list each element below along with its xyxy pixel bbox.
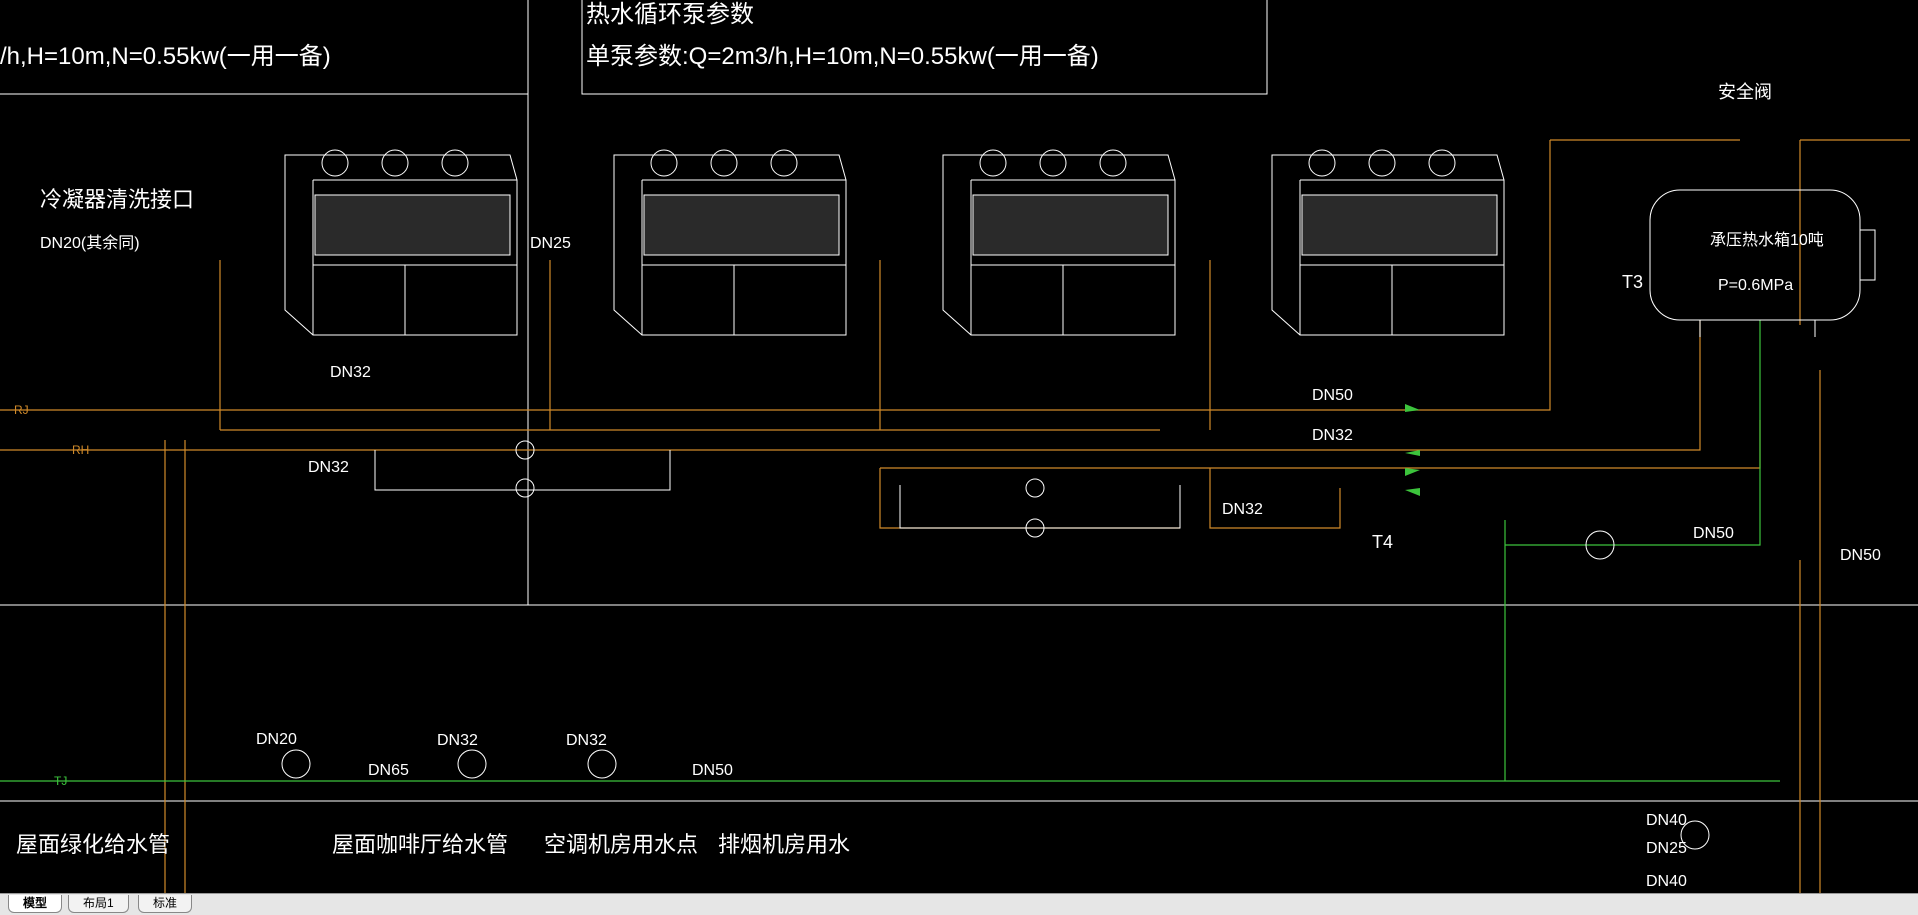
dn32-label-2: DN32 xyxy=(308,459,349,476)
dn32-label-1: DN32 xyxy=(330,364,371,381)
dn40-label-2: DN40 xyxy=(1646,873,1687,890)
dn50-label-1: DN50 xyxy=(1312,387,1353,404)
hot-water-pipes xyxy=(0,139,1910,893)
pressure-tank xyxy=(1649,189,1876,337)
dn20-label: DN20 xyxy=(256,731,297,748)
circ-pump-params: 单泵参数:Q=2m3/h,H=10m,N=0.55kw(一用一备) xyxy=(586,43,1099,70)
tank-pressure: P=0.6MPa xyxy=(1718,277,1793,294)
condenser-clean-label: 冷凝器清洗接口 xyxy=(40,187,194,212)
pipe-code-tj: TJ xyxy=(54,774,67,788)
heat-pump-unit-2 xyxy=(613,149,847,336)
dn32-label-3: DN32 xyxy=(1312,427,1353,444)
tab-layout1[interactable]: 布局1 xyxy=(68,895,129,913)
dn32-label-4: DN32 xyxy=(1222,501,1263,518)
dn32-label-6: DN32 xyxy=(566,732,607,749)
roof-green-label: 屋面绿化给水管 xyxy=(16,832,170,857)
dn50-label-3: DN50 xyxy=(1840,547,1881,564)
domestic-water-pipes xyxy=(0,320,1780,782)
roof-cafe-label: 屋面咖啡厅给水管 xyxy=(332,832,508,857)
cad-drawing-canvas[interactable]: /h,H=10m,N=0.55kw(一用一备) 热水循环泵参数 单泵参数:Q=2… xyxy=(0,0,1918,893)
heat-pump-unit-1 xyxy=(284,149,518,336)
t4-label: T4 xyxy=(1372,532,1393,552)
dn50-label-4: DN50 xyxy=(692,762,733,779)
heat-pump-unit-3 xyxy=(942,149,1176,336)
heat-pump-unit-4 xyxy=(1271,149,1505,336)
pipe-code-rj: RJ xyxy=(14,403,29,417)
circulation-pumps xyxy=(374,404,1420,538)
dn40-label: DN40 xyxy=(1646,812,1687,829)
circ-pump-title: 热水循环泵参数 xyxy=(586,1,754,28)
heat-pump-units xyxy=(284,149,1505,336)
pipe-code-rh: RH xyxy=(72,443,89,457)
layout-tab-bar: 模型 布局1 标准 xyxy=(0,893,1918,915)
annotation-frames xyxy=(0,0,1918,802)
dn65-label: DN65 xyxy=(368,762,409,779)
t3-label: T3 xyxy=(1622,272,1643,292)
dn25-label-2: DN25 xyxy=(1646,840,1687,857)
dn25-label: DN25 xyxy=(530,235,571,252)
dn50-label-2: DN50 xyxy=(1693,525,1734,542)
safety-valve-label: 安全阀 xyxy=(1718,82,1772,102)
exhaust-room-label: 排烟机房用水 xyxy=(718,832,850,857)
tab-model[interactable]: 模型 xyxy=(8,895,63,913)
water-meters xyxy=(281,530,1710,850)
left-pump-params: /h,H=10m,N=0.55kw(一用一备) xyxy=(0,43,331,70)
tank-name: 承压热水箱10吨 xyxy=(1710,231,1824,249)
tab-standard[interactable]: 标准 xyxy=(138,895,193,913)
condenser-dn-label: DN20(其余同) xyxy=(40,233,140,252)
dn32-label-5: DN32 xyxy=(437,732,478,749)
ac-room-label: 空调机房用水点 xyxy=(544,832,698,857)
